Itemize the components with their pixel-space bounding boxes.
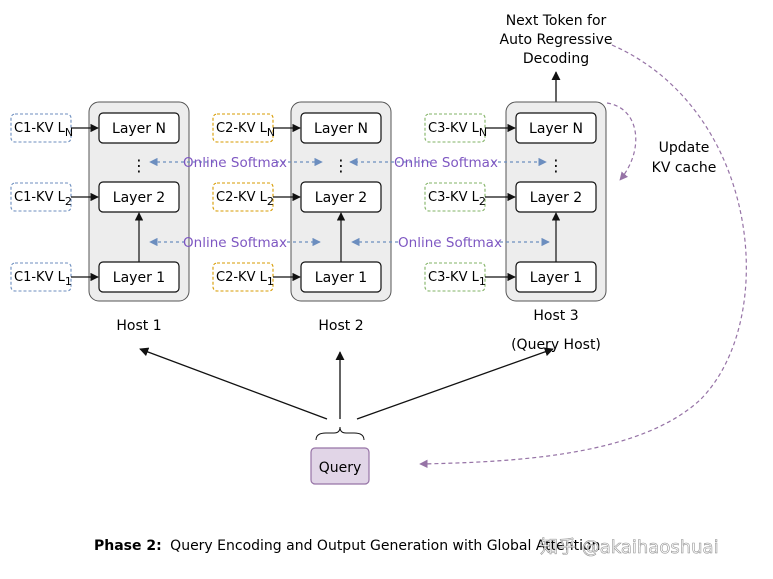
- svg-text:Next Token for: Next Token for: [506, 13, 607, 29]
- online-softmax-row-bottom: Online Softmax Online Softmax: [149, 235, 550, 251]
- kv-cache-label: C1-KV LN: [14, 121, 73, 139]
- kv-cache-box: [424, 182, 486, 212]
- query-arrow-host-3: [356, 347, 554, 420]
- online-softmax-label: Online Softmax: [183, 155, 287, 171]
- kv-cache-box: [212, 262, 274, 292]
- kv-cache-box: [424, 113, 486, 143]
- layer-box: [98, 112, 180, 144]
- host-name: Host 1: [116, 318, 161, 334]
- watermark: 知乎 @akaihaoshuai: [540, 537, 719, 558]
- layer-label: Layer 2: [113, 190, 165, 206]
- query-node: Query: [310, 447, 370, 485]
- query-brace: [315, 426, 365, 441]
- layer-label: Layer N: [314, 121, 368, 137]
- svg-text:Update: Update: [659, 140, 710, 156]
- layer-box: [515, 181, 597, 213]
- layer-label: Layer 1: [113, 270, 165, 286]
- kv-cache-box: [424, 262, 486, 292]
- online-softmax-row-top: Online Softmax Online Softmax: [149, 155, 547, 171]
- host-subtitle: (Query Host): [511, 337, 601, 353]
- kv-cache-box: [212, 113, 274, 143]
- kv-cache-label: C3-KV LN: [428, 121, 487, 139]
- layer-ellipsis: ⋮: [131, 156, 147, 175]
- online-softmax-label: Online Softmax: [394, 155, 498, 171]
- kv-cache-box: [10, 262, 72, 292]
- layer-label: Layer N: [112, 121, 166, 137]
- layer-label: Layer 2: [530, 190, 582, 206]
- query-label: Query: [319, 460, 362, 476]
- next-token-label: Next Token for Auto Regressive Decoding: [500, 13, 613, 67]
- caption: Phase 2: Query Encoding and Output Gener…: [94, 538, 600, 554]
- layer-label: Layer 1: [315, 270, 367, 286]
- kv-cache-label: C2-KV L2: [216, 190, 274, 208]
- layer-box: [98, 181, 180, 213]
- svg-text:Decoding: Decoding: [523, 51, 589, 67]
- update-kv-label: Update KV cache: [652, 140, 717, 176]
- host-name: Host 3: [533, 308, 578, 324]
- query-box: [310, 447, 370, 485]
- online-softmax-label: Online Softmax: [398, 235, 502, 251]
- host-1: Layer N C1-KV LN Layer 2 C1-KV L2 Layer 1 C1-…: [10, 101, 190, 334]
- svg-text:Auto Regressive: Auto Regressive: [500, 32, 613, 48]
- kv-cache-box: [10, 182, 72, 212]
- layer-box: [515, 112, 597, 144]
- svg-text:KV cache: KV cache: [652, 160, 717, 176]
- kv-cache-box: [212, 182, 274, 212]
- host-3: Layer N C3-KV LN Layer 2 C3-KV L2 Layer 1 C3-…: [424, 101, 607, 353]
- host-2: Layer N C2-KV LN Layer 2 C2-KV L2 Layer 1 C2-…: [212, 101, 392, 334]
- kv-cache-label: C1-KV L2: [14, 190, 72, 208]
- query-arrow-host-1: [139, 347, 328, 420]
- kv-cache-label: C3-KV L2: [428, 190, 486, 208]
- layer-box: [300, 112, 382, 144]
- layer-ellipsis: ⋮: [333, 156, 349, 175]
- host-name: Host 2: [318, 318, 363, 334]
- layer-box: [300, 181, 382, 213]
- layer-label: Layer 1: [530, 270, 582, 286]
- layer-label: Layer 2: [315, 190, 367, 206]
- kv-cache-box: [10, 113, 72, 143]
- kv-cache-label: C1-KV L1: [14, 270, 72, 288]
- feedback-arrow: [419, 44, 747, 469]
- kv-cache-label: C2-KV L1: [216, 270, 274, 288]
- online-softmax-label: Online Softmax: [183, 235, 287, 251]
- kv-cache-label: C2-KV LN: [216, 121, 275, 139]
- layer-label: Layer N: [529, 121, 583, 137]
- kv-cache-label: C3-KV L1: [428, 270, 486, 288]
- layer-ellipsis: ⋮: [548, 156, 564, 175]
- update-kv-arrow: [606, 102, 637, 181]
